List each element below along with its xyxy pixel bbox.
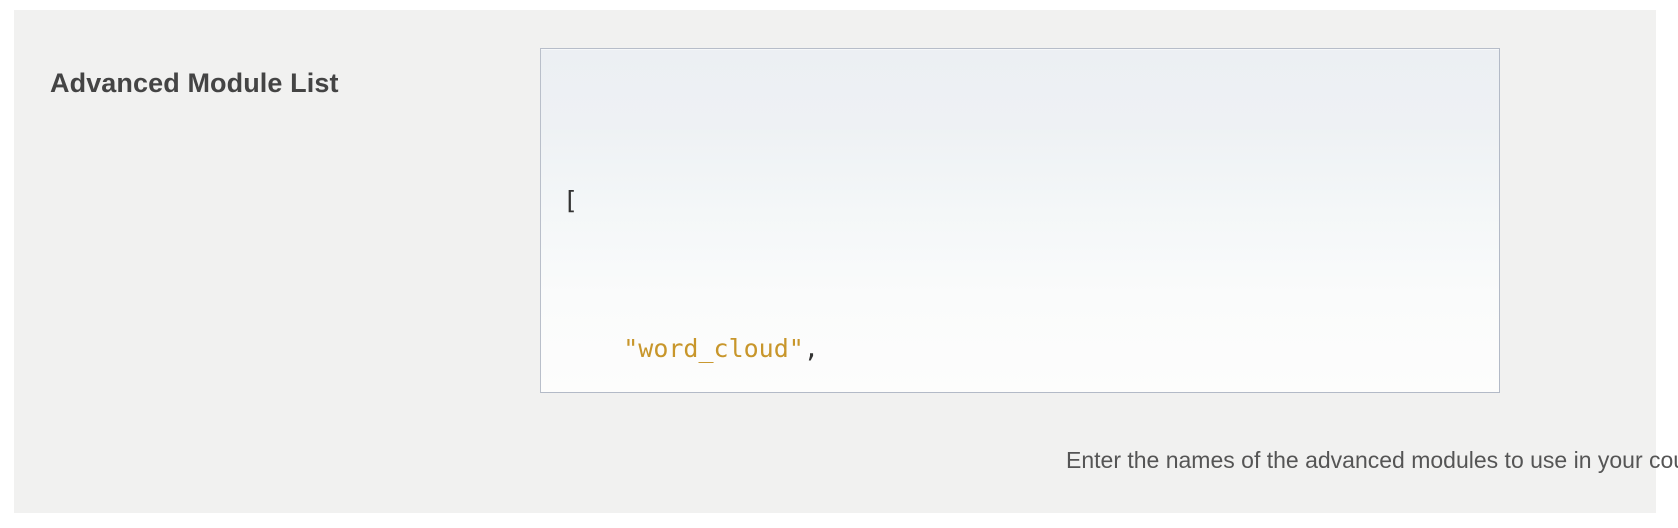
advanced-module-list-field: Advanced Module List [ "word_cloud", "lt… [14, 10, 1678, 513]
json-code-editor[interactable]: [ "word_cloud", "lti", "poll", "survey",… [540, 48, 1500, 393]
field-help-text: Enter the names of the advanced modules … [1066, 447, 1678, 473]
code-line-open-bracket: [ [563, 182, 1499, 219]
code-line-item: "word_cloud", [563, 330, 1499, 367]
code-editor-content[interactable]: [ "word_cloud", "lti", "poll", "survey",… [541, 49, 1499, 392]
json-open-bracket: [ [563, 186, 579, 215]
json-string-value: "word_cloud" [623, 334, 804, 363]
field-label: Advanced Module List [50, 68, 339, 98]
json-comma: , [803, 334, 819, 363]
code-editor-scroll-area[interactable]: [ "word_cloud", "lti", "poll", "survey",… [541, 49, 1499, 392]
code-indent [563, 334, 623, 363]
settings-panel: Advanced Module List [ "word_cloud", "lt… [14, 10, 1678, 513]
field-control: [ "word_cloud", "lti", "poll", "survey",… [540, 48, 1678, 473]
